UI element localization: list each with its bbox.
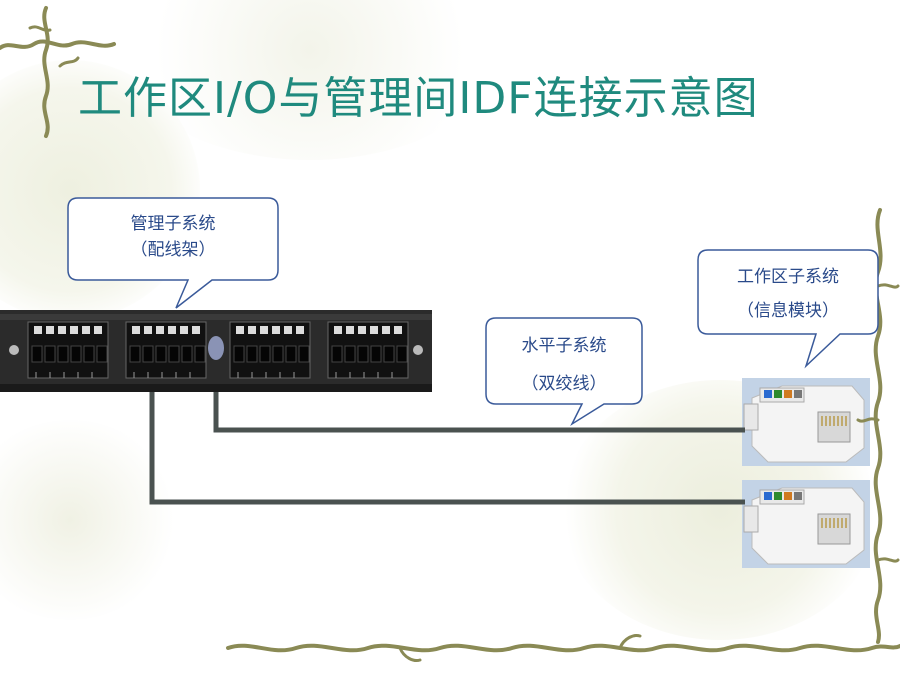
- callout-management-line2: （配线架）: [130, 240, 216, 260]
- callout-workarea-text: 工作区子系统 （信息模块）: [698, 264, 878, 324]
- callout-horizontal-line2: （双绞线）: [521, 374, 607, 394]
- horizontal-cable-bottom: [149, 392, 745, 505]
- callout-management: [67, 197, 279, 309]
- callout-management-text: 管理子系统 （配线架）: [68, 211, 278, 263]
- patch-panel-image: [0, 310, 432, 392]
- callout-horizontal-line1: 水平子系统: [521, 336, 607, 356]
- callout-workarea: [697, 249, 879, 369]
- vine-decoration-topleft: [0, 6, 116, 138]
- patch-panel-ports: [0, 310, 432, 392]
- vine-decoration-bottom: [226, 634, 900, 662]
- horizontal-cable-top: [213, 392, 745, 433]
- callout-management-line1: 管理子系统: [130, 214, 216, 234]
- callout-horizontal: [485, 317, 643, 427]
- callout-workarea-line1: 工作区子系统: [737, 267, 839, 287]
- slide-title: 工作区I/O与管理间IDF连接示意图: [78, 73, 759, 124]
- callout-workarea-line2: （信息模块）: [737, 301, 839, 321]
- callout-horizontal-text: 水平子系统 （双绞线）: [486, 333, 642, 397]
- info-outlet-jack-bottom: [742, 480, 870, 568]
- info-outlet-jack-top: [742, 378, 870, 466]
